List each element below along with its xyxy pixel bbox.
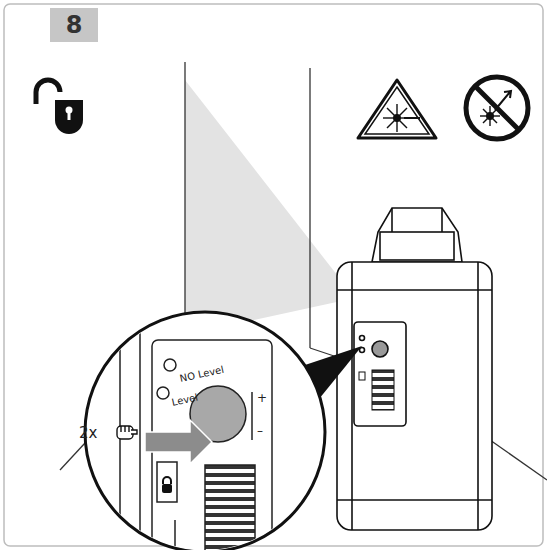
no-stare-sign [466, 77, 528, 139]
laser-level [337, 208, 492, 530]
zoom-detail [85, 310, 325, 550]
press-count: 2x [79, 426, 97, 441]
step-number: 8 [66, 11, 83, 39]
adjust-sign: + [257, 392, 267, 404]
press-hand [117, 426, 137, 439]
laser-warning-sign [358, 80, 436, 138]
unlock-icon [36, 80, 83, 134]
lock-icon [162, 477, 172, 493]
push-arrow [145, 420, 212, 464]
adjust-sign: – [257, 425, 263, 437]
step-number-tab: 8 [50, 8, 98, 42]
